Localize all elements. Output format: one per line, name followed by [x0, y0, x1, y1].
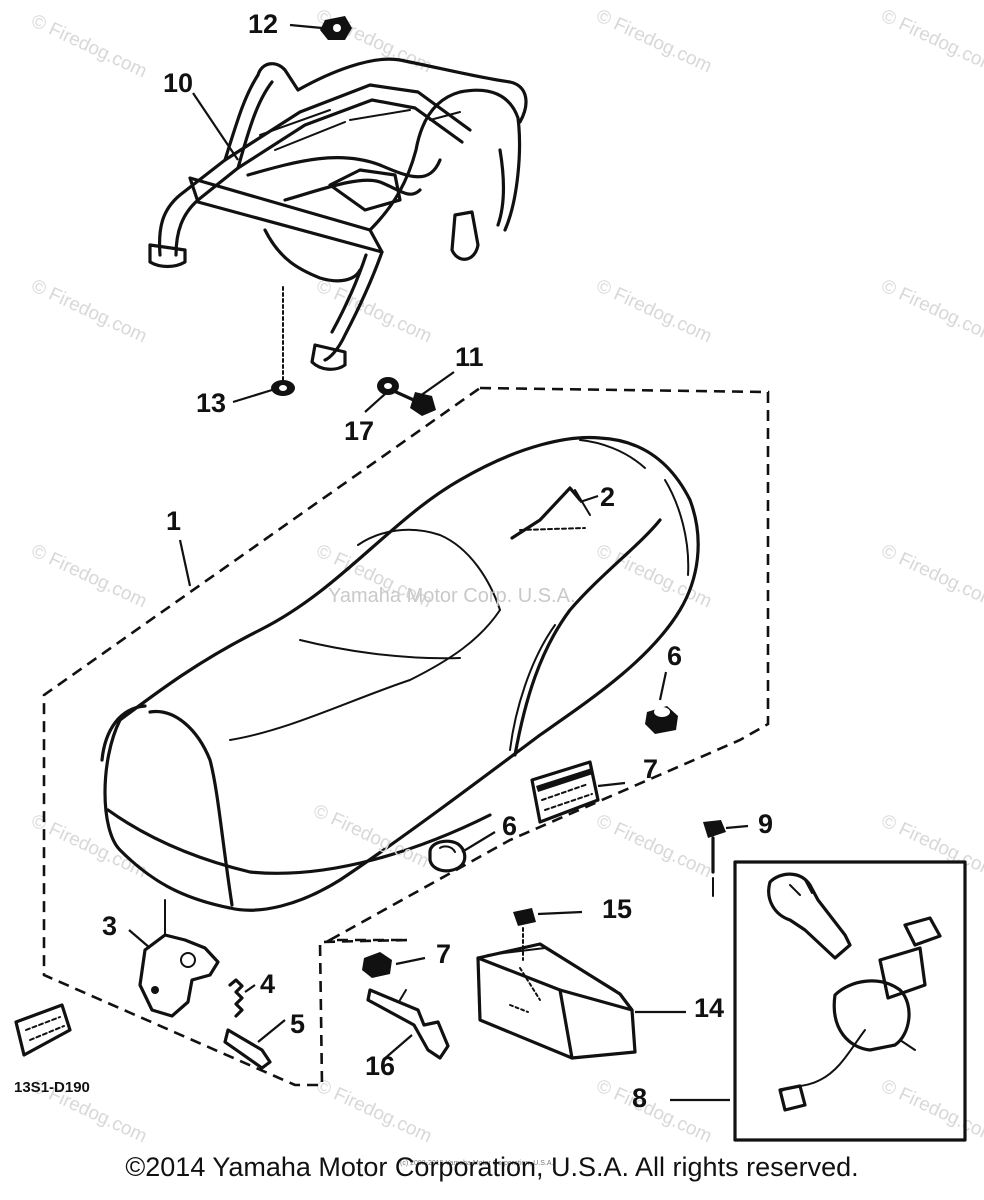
strap-part-2 [510, 486, 591, 540]
nut-part-12 [320, 16, 352, 40]
diagram-code: 13S1-D190 [14, 1079, 90, 1096]
watermark-6: © Firedog.com [313, 275, 435, 347]
callout-3: 3 [102, 911, 117, 941]
watermark-8: © Firedog.com [878, 275, 984, 347]
watermark-2: © Firedog.com [313, 5, 435, 77]
watermark-12: © Firedog.com [878, 540, 984, 612]
watermark-7: © Firedog.com [593, 275, 715, 347]
callout-10: 10 [163, 68, 193, 98]
latch-part-3 [138, 899, 220, 1018]
callout-6-upper: 6 [667, 641, 682, 671]
watermark-17: © Firedog.com [313, 1075, 435, 1147]
watermark-3: © Firedog.com [593, 5, 715, 77]
callout-7-lower: 7 [436, 939, 451, 969]
watermark-1: © Firedog.com [28, 10, 150, 82]
watermark-14: © Firedog.com [593, 810, 715, 882]
washer-part-13 [271, 284, 295, 396]
nut-part-7-lower [362, 952, 392, 978]
damper-part-6-lower [428, 839, 467, 873]
tiny-credit: (c) 2003-2015 Yamaha Motor Corporation, … [400, 1160, 553, 1167]
callout-5: 5 [290, 1009, 305, 1039]
callout-15: 15 [602, 894, 632, 924]
carrier-rack [148, 57, 528, 371]
copyright-footer: ©2014 Yamaha Motor Corporation, U.S.A. A… [125, 1152, 859, 1182]
bolt-part-9 [703, 820, 726, 897]
callout-12: 12 [248, 9, 278, 39]
watermark-15: © Firedog.com [878, 810, 984, 882]
callout-9: 9 [758, 809, 773, 839]
firedog-watermarks: © Firedog.com © Firedog.com © Firedog.co… [28, 5, 984, 1147]
callout-17: 17 [344, 416, 374, 446]
brand-watermark: Yamaha Motor Corp. U.S.A. [328, 585, 576, 607]
watermark-18: © Firedog.com [593, 1075, 715, 1147]
callout-labels: 12 10 11 13 17 2 1 6 7 6 9 15 3 7 4 14 5… [102, 9, 773, 1113]
callout-14: 14 [694, 993, 724, 1023]
watermark-19: © Firedog.com [878, 1075, 984, 1147]
damper-part-6-upper [645, 706, 678, 734]
lock-set-part-8 [733, 860, 967, 1142]
spring-part-4 [228, 978, 244, 1018]
callout-6-lower: 6 [502, 811, 517, 841]
callout-7-upper: 7 [643, 754, 658, 784]
callout-1: 1 [166, 506, 181, 536]
callout-4: 4 [260, 969, 275, 999]
leader-lines [128, 23, 749, 1102]
callout-8: 8 [632, 1083, 647, 1113]
pad-part-7-upper [530, 760, 600, 824]
tray-part-14 [476, 942, 637, 1060]
bolt-part-15 [513, 908, 536, 961]
hook-part-16 [366, 988, 450, 1060]
seat-part-1 [100, 435, 700, 912]
callout-11: 11 [455, 342, 484, 372]
callout-13: 13 [196, 388, 226, 418]
watermark-13: © Firedog.com [28, 810, 150, 882]
callout-16: 16 [365, 1051, 395, 1081]
watermark-5: © Firedog.com [28, 275, 150, 347]
callout-2: 2 [600, 482, 615, 512]
watermark-9: © Firedog.com [28, 540, 150, 612]
pin-part-5 [223, 1028, 272, 1070]
seat-assembly-outline [42, 386, 770, 1087]
reflector-bottom-left [14, 1003, 72, 1057]
bolt-part-11-17 [377, 377, 436, 416]
watermark-4: © Firedog.com [878, 5, 984, 77]
